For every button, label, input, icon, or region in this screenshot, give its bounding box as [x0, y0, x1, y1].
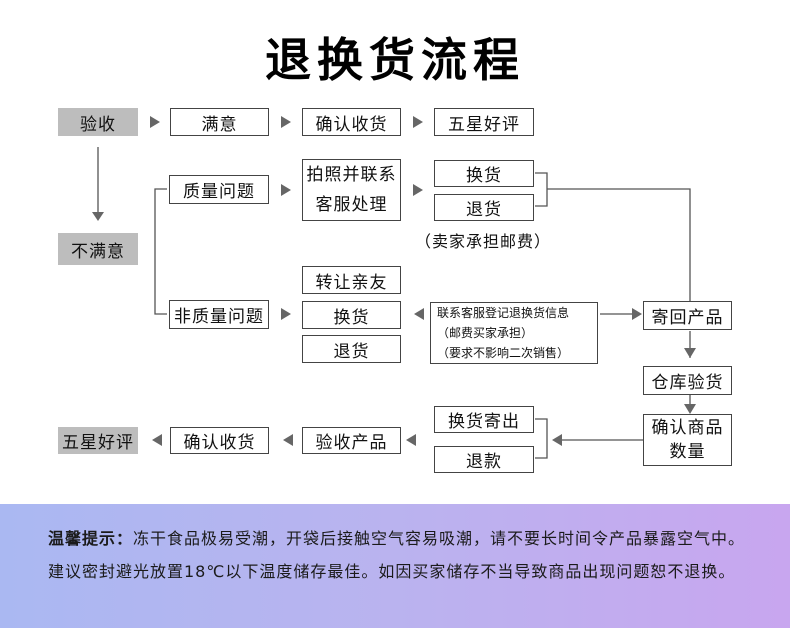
node-non-quality-issue: 非质量问题 — [169, 300, 269, 329]
footer-label: 温馨提示： — [48, 529, 134, 548]
node-refund-money: 退款 — [434, 446, 534, 473]
node-photo-contact: 拍照并联系 客服处理 — [302, 159, 401, 221]
arrowhead-r-a — [150, 116, 160, 128]
connector-return-bracket — [535, 172, 548, 207]
seller-pays-note: （卖家承担邮费） — [415, 232, 552, 251]
node-confirm-receipt-bottom: 确认收货 — [170, 427, 269, 454]
arrowhead-left-confirm — [552, 434, 562, 446]
node-satisfied: 满意 — [170, 108, 269, 136]
node-inspect-product: 验收产品 — [302, 427, 401, 454]
arrowhead-r-c — [413, 116, 423, 128]
node-ship-exchange: 换货寄出 — [434, 406, 534, 433]
arrowhead-r-f — [281, 308, 291, 320]
node-refund-non-quality: 退货 — [302, 335, 401, 363]
node-transfer-friend: 转让亲友 — [302, 266, 401, 294]
contact-line3: （要求不影响二次销售） — [437, 346, 570, 360]
connector-ship-bracket — [535, 418, 548, 459]
photo-contact-line2: 客服处理 — [315, 195, 388, 215]
confirm-qty-line1: 确认商品 — [651, 418, 724, 438]
node-five-star-top: 五星好评 — [434, 108, 534, 136]
arrowhead-l-j — [152, 434, 162, 446]
node-send-back: 寄回产品 — [643, 301, 732, 330]
node-unsatisfied: 不满意 — [58, 233, 138, 265]
node-confirm-quantity: 确认商品 数量 — [643, 414, 732, 466]
node-quality-issue: 质量问题 — [169, 175, 269, 204]
arrowhead-r-b — [281, 116, 291, 128]
node-exchange-quality: 换货 — [434, 160, 534, 187]
arrowhead-l-g — [414, 308, 424, 320]
node-exchange-non-quality: 换货 — [302, 301, 401, 329]
node-inspect: 验收 — [58, 108, 138, 136]
node-five-star-bottom: 五星好评 — [58, 427, 138, 454]
arrowhead-down-3 — [684, 404, 696, 414]
node-warehouse-check: 仓库验货 — [643, 366, 732, 395]
arrowhead-down-1 — [92, 212, 104, 221]
arrowhead-l-i — [283, 434, 293, 446]
footer-body: 冻干食品极易受潮，开袋后接触空气容易吸潮，请不要长时间令产品暴露空气中。建议密封… — [48, 529, 746, 581]
arrowhead-down-2 — [684, 348, 696, 358]
arrowhead-right-sendback — [632, 308, 642, 320]
arrowhead-r-d — [281, 184, 291, 196]
arrowhead-r-e — [413, 184, 423, 196]
connector-to-sendback — [547, 188, 691, 302]
contact-line1: 联系客服登记退换货信息 — [437, 306, 570, 320]
photo-contact-line1: 拍照并联系 — [306, 165, 397, 185]
contact-line2: （邮费买家承担） — [437, 326, 534, 340]
page-title: 退换货流程 — [265, 33, 525, 87]
footer-banner: 温馨提示：冻干食品极易受潮，开袋后接触空气容易吸潮，请不要长时间令产品暴露空气中… — [0, 504, 790, 628]
footer-notice: 温馨提示：冻干食品极易受潮，开袋后接触空气容易吸潮，请不要长时间令产品暴露空气中… — [48, 522, 756, 588]
node-refund-quality: 退货 — [434, 194, 534, 221]
node-confirm-receipt-top: 确认收货 — [302, 108, 401, 136]
arrowhead-l-h — [406, 434, 416, 446]
node-contact-service: 联系客服登记退换货信息 （邮费买家承担） （要求不影响二次销售） — [430, 302, 598, 364]
confirm-qty-line2: 数量 — [669, 442, 706, 462]
connector-quality-bracket — [154, 188, 167, 315]
